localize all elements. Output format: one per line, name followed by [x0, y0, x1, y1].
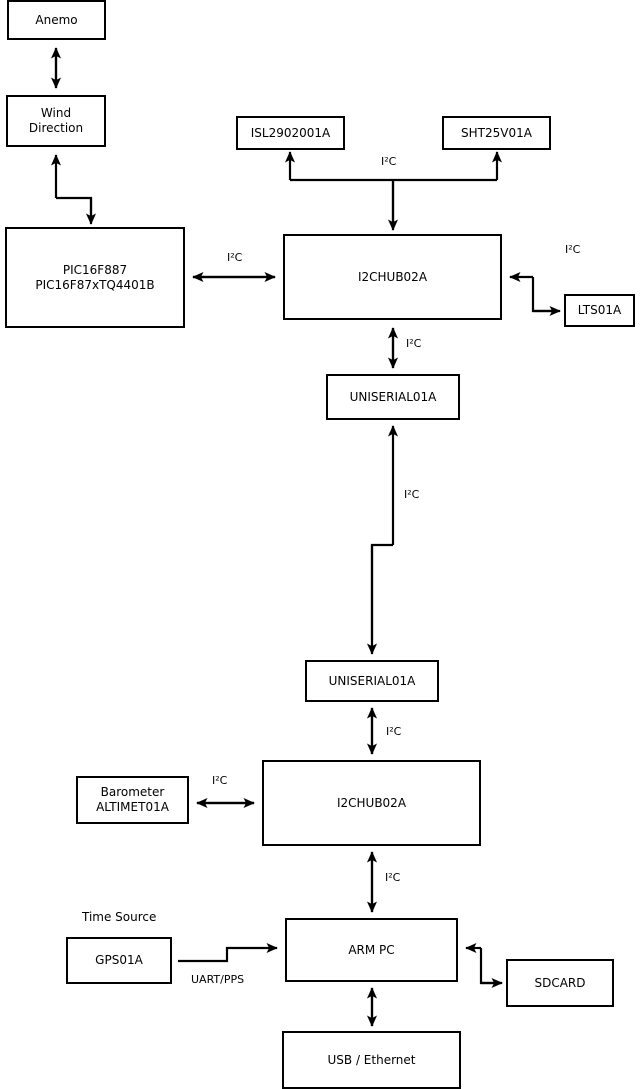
edge-label-i2c-sensor-bus: I²C: [381, 155, 397, 168]
node-i2chub02a-bottom-label: I2CHUB02A: [336, 795, 407, 810]
edge-gps-armpc-step: [178, 942, 278, 963]
node-gps01a[interactable]: GPS01A: [66, 937, 172, 984]
node-i2chub02a-bottom[interactable]: I2CHUB02A: [262, 760, 481, 846]
node-uniserial01a-bottom[interactable]: UNISERIAL01A: [305, 660, 439, 702]
node-i2chub02a-top[interactable]: I2CHUB02A: [283, 234, 502, 320]
label-time-source: Time Source: [82, 910, 157, 924]
edge-label-i2c-uniserial-hub2: I²C: [386, 725, 402, 738]
node-anemo[interactable]: Anemo: [7, 0, 106, 40]
edge-label-uart-pps: UART/PPS: [191, 973, 245, 986]
edge-uni-uni-link: [370, 543, 393, 640]
node-barometer-altimet01a[interactable]: Barometer ALTIMET01A: [76, 776, 189, 824]
edge-lts-hook: [531, 277, 556, 313]
node-arm-pc-label: ARM PC: [348, 942, 395, 957]
node-wind-direction-label: Wind Direction: [28, 106, 84, 135]
node-i2chub02a-top-label: I2CHUB02A: [357, 269, 428, 284]
node-lts01a[interactable]: LTS01A: [564, 294, 635, 327]
node-sht25v01a[interactable]: SHT25V01A: [442, 116, 551, 150]
edge-pic-wind-link: [56, 196, 93, 220]
node-isl2902001a-label: ISL2902001A: [250, 125, 331, 140]
node-pic-microcontroller-label: PIC16F887 PIC16F87xTQ4401B: [35, 262, 155, 292]
node-lts01a-label: LTS01A: [577, 303, 622, 317]
node-gps01a-label: GPS01A: [95, 953, 143, 967]
node-isl2902001a[interactable]: ISL2902001A: [236, 116, 345, 150]
node-usb-ethernet[interactable]: USB / Ethernet: [282, 1031, 461, 1089]
node-barometer-altimet01a-label: Barometer ALTIMET01A: [96, 785, 169, 814]
node-wind-direction[interactable]: Wind Direction: [6, 95, 106, 147]
node-uniserial01a-top[interactable]: UNISERIAL01A: [326, 374, 460, 420]
edge-label-i2c-hub-lts: I²C: [565, 243, 581, 256]
edge-label-i2c-pic-hub: I²C: [227, 251, 243, 264]
node-uniserial01a-top-label: UNISERIAL01A: [349, 389, 437, 404]
edge-label-i2c-hub2-armpc: I²C: [385, 871, 401, 884]
node-uniserial01a-bottom-label: UNISERIAL01A: [328, 673, 416, 688]
edge-label-i2c-barometer: I²C: [212, 774, 228, 787]
node-anemo-label: Anemo: [35, 12, 78, 27]
edge-label-i2c-uniserial-link: I²C: [404, 488, 420, 501]
node-usb-ethernet-label: USB / Ethernet: [327, 1052, 416, 1067]
node-sdcard[interactable]: SDCARD: [506, 959, 614, 1007]
node-pic-microcontroller[interactable]: PIC16F887 PIC16F87xTQ4401B: [5, 227, 185, 328]
edge-sdcard-hook: [479, 948, 496, 985]
node-sht25v01a-label: SHT25V01A: [461, 125, 532, 140]
node-sdcard-label: SDCARD: [534, 975, 586, 990]
node-arm-pc[interactable]: ARM PC: [285, 918, 458, 982]
edge-label-i2c-hub-uniserial: I²C: [406, 337, 422, 350]
